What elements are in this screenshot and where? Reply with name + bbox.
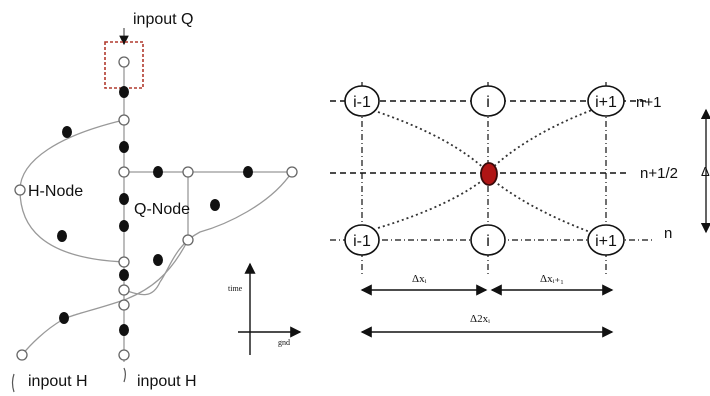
stencil-diagram: i-1 i i+1 i-1 i i+1 n+1 n+1/2 n Δ Δxᵢ Δx…: [330, 82, 710, 338]
top-row-nodes: i-1 i i+1: [344, 85, 625, 117]
bottom-left-curve: [21, 239, 189, 356]
level-bottom-label: n: [664, 225, 672, 242]
axis-time-label: time: [228, 284, 243, 293]
input-q-label: inpout Q: [133, 11, 193, 28]
level-top-label: n+1: [636, 94, 661, 111]
node-top-right-label: i+1: [595, 94, 617, 111]
time-gnd-axes: time gnd: [228, 262, 302, 355]
q-nodes: [57, 86, 253, 336]
input-h-right-label: inpout H: [137, 373, 197, 390]
h-nodes: [14, 56, 298, 361]
right-loop-branch: [159, 171, 293, 283]
axis-gnd-label: gnd: [278, 338, 290, 347]
node-bottom-right-label: i+1: [595, 233, 617, 250]
network-diagram: inpout Q: [11, 11, 302, 393]
node-bottom-center-label: i: [486, 233, 490, 250]
center-point: [480, 162, 498, 186]
h-node-label: H-Node: [28, 183, 83, 200]
node-bottom-left-label: i-1: [353, 233, 371, 250]
node-top-left-label: i-1: [353, 94, 371, 111]
delta-t-label: Δ: [701, 164, 710, 179]
input-h-right-arrow: [123, 367, 127, 383]
level-middle-label: n+1/2: [640, 165, 678, 182]
dx-total-label: Δ2xᵢ: [470, 313, 490, 325]
node-top-center-label: i: [486, 94, 490, 111]
dx-right-label: Δxᵢ₊₁: [540, 273, 564, 285]
input-h-left-arrow: [11, 373, 15, 393]
input-h-left-label: inpout H: [28, 373, 88, 390]
q-node-label: Q-Node: [134, 201, 190, 218]
bottom-merge-curve: [123, 281, 161, 296]
bottom-row-nodes: i-1 i i+1: [344, 224, 625, 256]
dx-left-label: Δxᵢ: [412, 273, 427, 285]
